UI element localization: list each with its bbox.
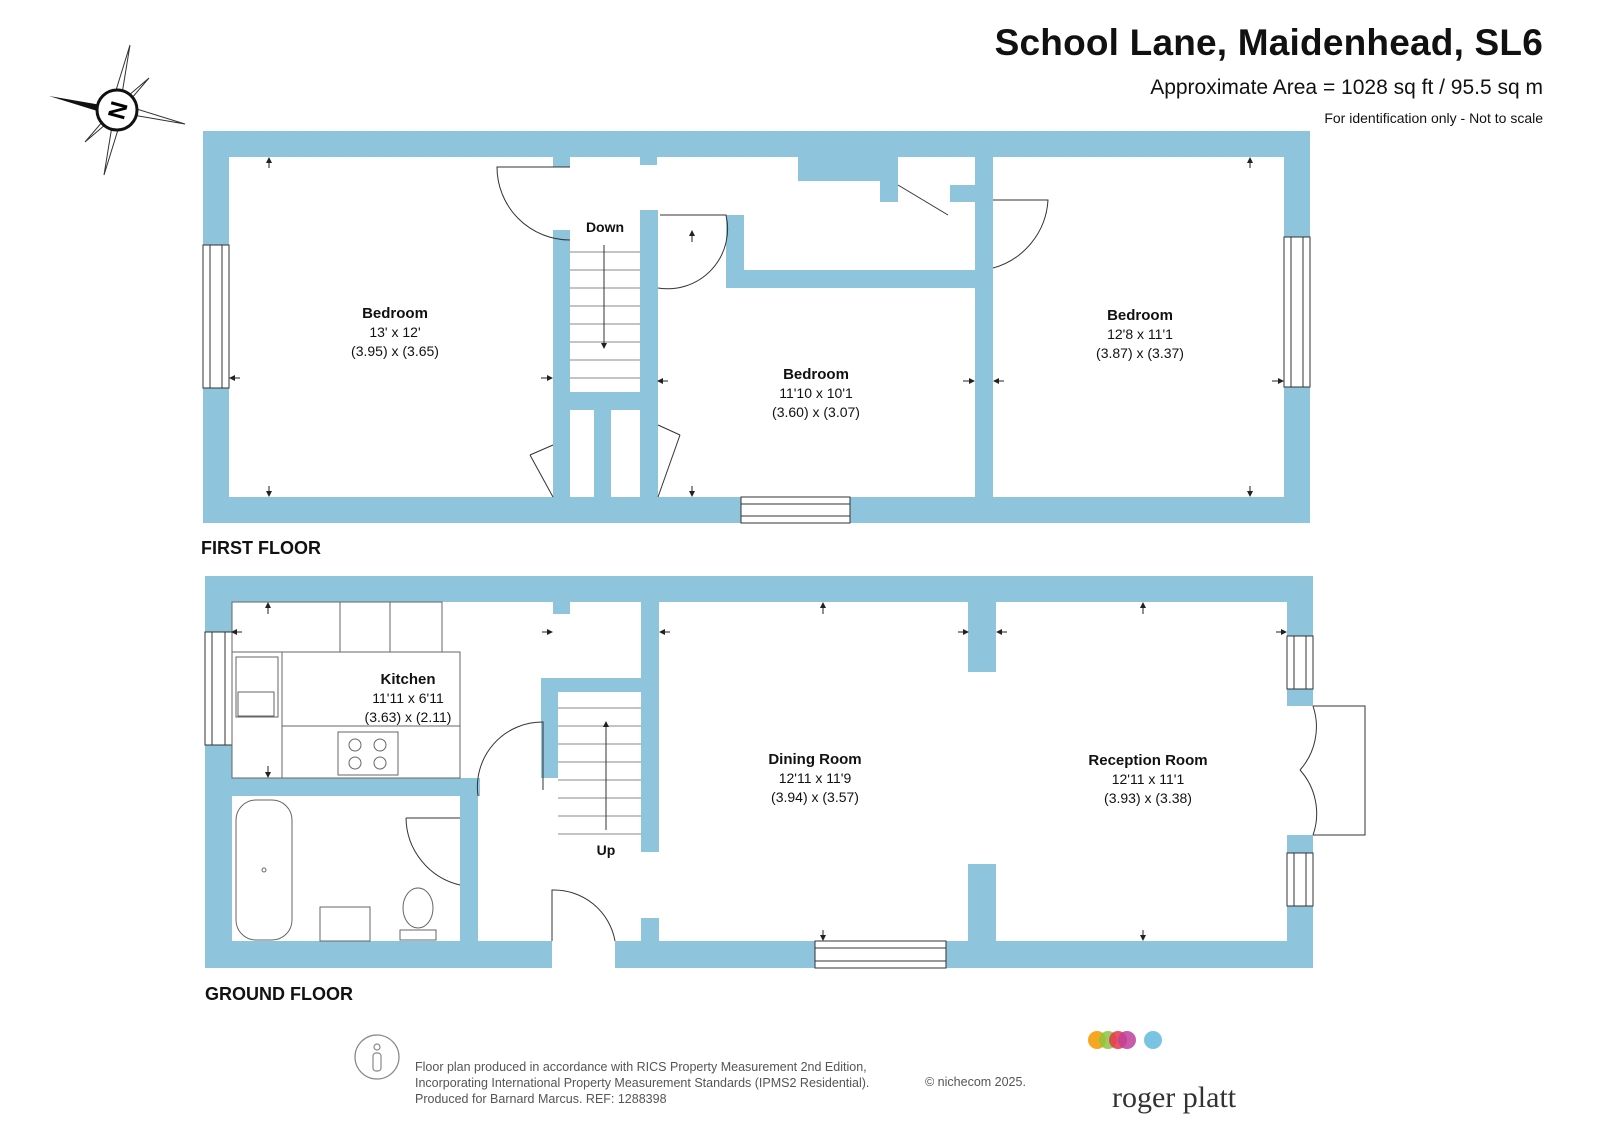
compass-letter: N <box>103 99 134 123</box>
brand-logo-dots <box>1088 1031 1162 1049</box>
first-floor-label: FIRST FLOOR <box>201 538 321 558</box>
window <box>814 940 947 969</box>
first-floor-wall-top <box>203 131 1310 157</box>
svg-text:(3.93) x (3.38): (3.93) x (3.38) <box>1104 790 1192 806</box>
first-floor-dimension-arrows <box>229 157 1284 497</box>
room-label-bedroom-1: Bedroom 13' x 12' (3.95) x (3.65) <box>351 305 439 359</box>
ipms-badge-icon <box>354 1034 400 1080</box>
svg-text:(3.60) x (3.07): (3.60) x (3.07) <box>772 404 860 420</box>
property-title: School Lane, Maidenhead, SL6 <box>994 22 1543 63</box>
approximate-area: Approximate Area = 1028 sq ft / 95.5 sq … <box>1150 76 1543 99</box>
footer-disclaimer: Floor plan produced in accordance with R… <box>415 1059 869 1107</box>
bathroom-fittings <box>235 799 437 942</box>
ground-floor-wall-bottom-left <box>205 941 552 968</box>
room-label-bedroom-3: Bedroom 12'8 x 11'1 (3.87) x (3.37) <box>1096 307 1184 361</box>
svg-text:(3.87) x (3.37): (3.87) x (3.37) <box>1096 345 1184 361</box>
ground-floor-doors <box>405 705 1366 942</box>
first-floor-windows <box>202 236 1311 524</box>
svg-text:(3.94) x (3.57): (3.94) x (3.57) <box>771 789 859 805</box>
ground-floor-windows <box>204 631 1314 969</box>
svg-text:Dining Room: Dining Room <box>768 751 861 768</box>
identification-note: For identification only - Not to scale <box>1324 110 1543 126</box>
svg-text:Kitchen: Kitchen <box>380 671 435 688</box>
footer-line-3: Produced for Barnard Marcus. REF: 128839… <box>415 1092 667 1106</box>
window <box>204 631 233 746</box>
svg-text:(3.63) x (2.11): (3.63) x (2.11) <box>365 709 452 725</box>
hob-icon <box>337 731 399 776</box>
svg-text:Bedroom: Bedroom <box>1107 307 1173 324</box>
svg-text:Reception Room: Reception Room <box>1088 752 1207 769</box>
window <box>202 244 230 389</box>
brand-name: roger platt <box>1112 1081 1237 1114</box>
ground-floor-label: GROUND FLOOR <box>205 984 353 1004</box>
ground-floor-stairs <box>558 707 641 835</box>
kitchen-fittings <box>231 601 461 779</box>
window <box>740 496 851 524</box>
room-label-dining-room: Dining Room 12'11 x 11'9 (3.94) x (3.57) <box>768 751 861 805</box>
compass-rose: N <box>49 44 186 176</box>
toilet-icon <box>402 887 434 929</box>
first-floor-doors <box>496 166 1049 498</box>
svg-text:12'11 x 11'9: 12'11 x 11'9 <box>779 770 852 786</box>
svg-text:Bedroom: Bedroom <box>362 305 428 322</box>
svg-text:13' x 12': 13' x 12' <box>369 324 420 340</box>
footer-line-2: Incorporating International Property Mea… <box>415 1076 870 1090</box>
stairs-down-label: Down <box>586 219 624 235</box>
svg-text:Bedroom: Bedroom <box>783 366 849 383</box>
ground-floor-wall-bottom-right <box>615 941 1313 968</box>
window <box>1283 236 1311 388</box>
svg-text:12'8 x 11'1: 12'8 x 11'1 <box>1107 326 1173 342</box>
room-label-bedroom-2: Bedroom 11'10 x 10'1 (3.60) x (3.07) <box>772 366 860 420</box>
svg-text:12'11 x 11'1: 12'11 x 11'1 <box>1112 771 1185 787</box>
basin-icon <box>319 906 371 942</box>
room-label-reception-room: Reception Room 12'11 x 11'1 (3.93) x (3.… <box>1088 752 1207 806</box>
svg-text:(3.95) x (3.65): (3.95) x (3.65) <box>351 343 439 359</box>
first-floor-plan <box>203 131 1310 523</box>
footer-line-1: Floor plan produced in accordance with R… <box>415 1060 867 1074</box>
room-label-kitchen: Kitchen 11'11 x 6'11 (3.63) x (2.11) <box>365 671 452 725</box>
ground-floor-dimension-arrows <box>231 602 1287 941</box>
svg-text:11'10 x 10'1: 11'10 x 10'1 <box>779 385 853 401</box>
footer-copyright: © nichecom 2025. <box>925 1075 1026 1089</box>
first-floor-stairs <box>570 245 640 379</box>
window <box>1286 852 1314 907</box>
ground-floor-wall-top <box>205 576 1313 602</box>
window <box>1286 635 1314 690</box>
stairs-up-label: Up <box>597 842 616 858</box>
svg-text:11'11 x 6'11: 11'11 x 6'11 <box>372 690 444 706</box>
